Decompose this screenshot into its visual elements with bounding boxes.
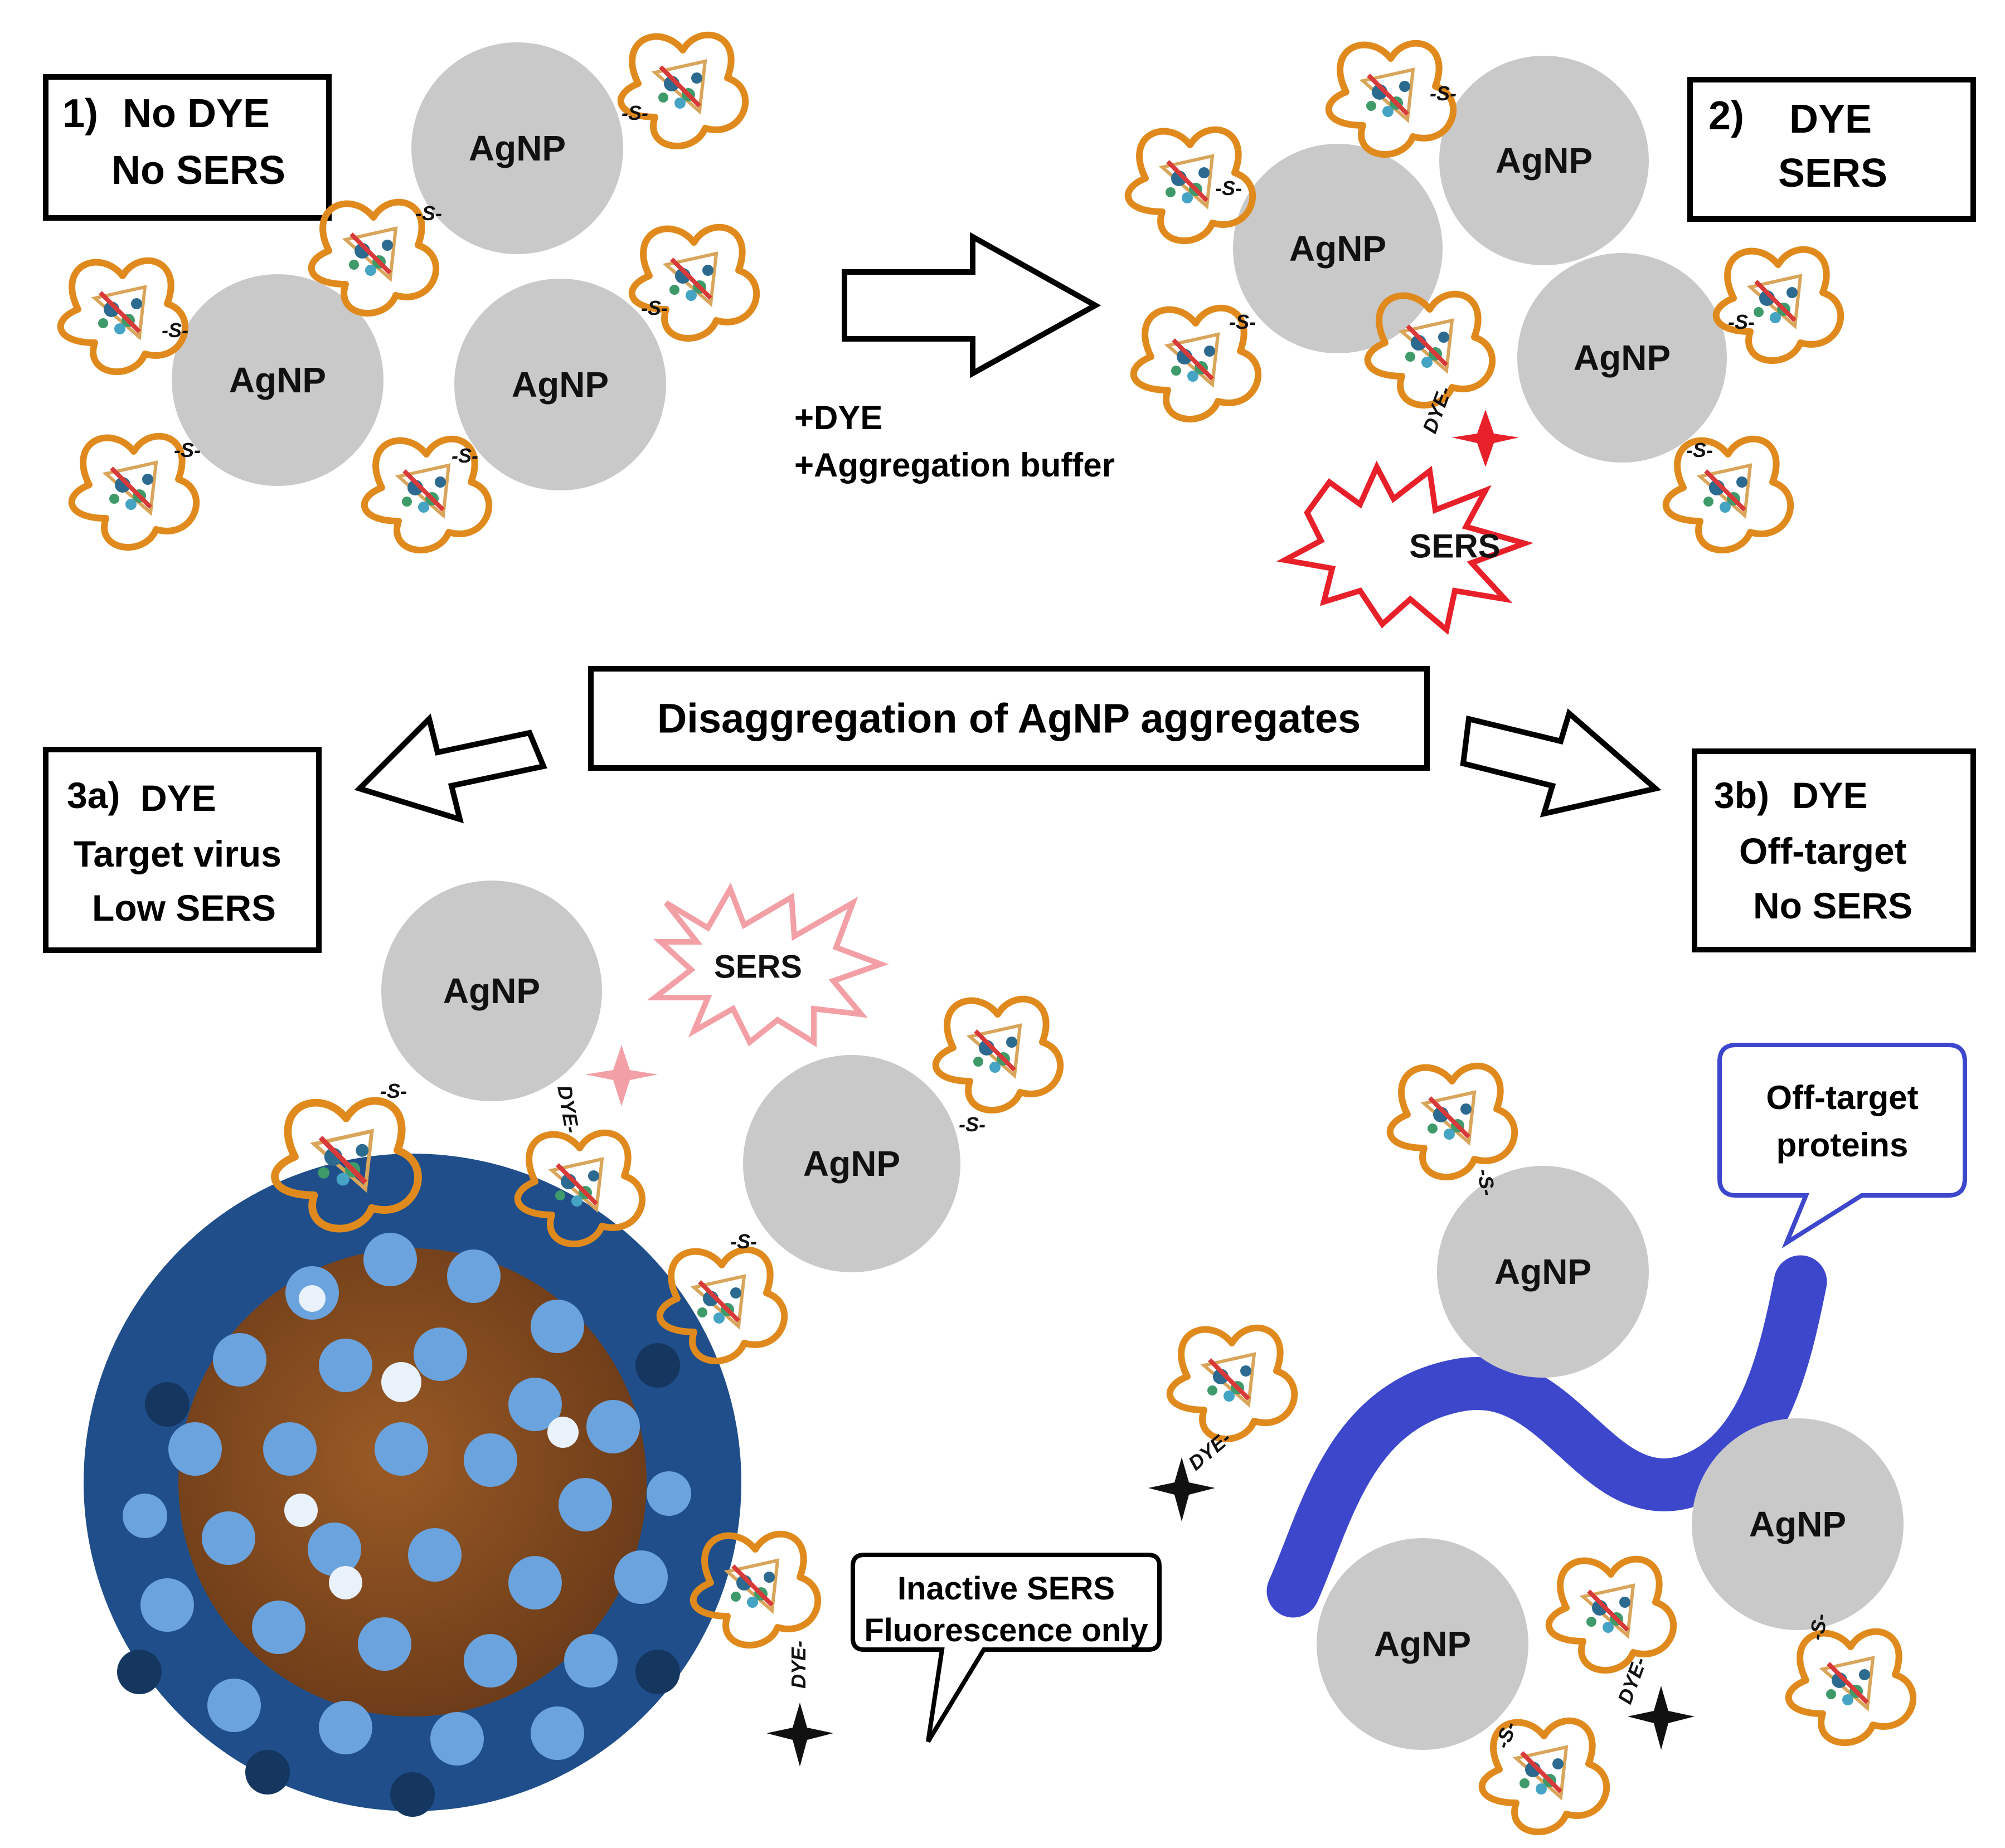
step-label-dye: +DYE xyxy=(794,399,882,436)
panel-3a-number: 3a) xyxy=(67,775,120,816)
thiol-tag: -S- xyxy=(622,101,648,124)
aptamer-icon xyxy=(1390,1066,1514,1177)
panel-3b: 3b) DYE Off-target No SERS Off-target pr… xyxy=(1148,748,1976,1832)
sers-burst-faint-label: SERS xyxy=(714,949,802,985)
panel-3b-box xyxy=(1692,748,1976,952)
off-target-protein-icon xyxy=(1266,1255,1827,1618)
thiol-tag: -S- xyxy=(730,1230,757,1253)
nanoparticle-label: AgNP xyxy=(443,971,540,1011)
callout-offtarget-proteins xyxy=(1717,1043,1967,1249)
aptamer-icon xyxy=(936,999,1060,1110)
nanoparticle xyxy=(1317,1538,1528,1750)
panel-2-line2: SERS xyxy=(1778,151,1887,196)
panel-1-box xyxy=(43,74,332,221)
callout-offtarget-line1: Off-target xyxy=(1766,1079,1918,1116)
quenched-dye-star-icon xyxy=(766,1703,833,1767)
aptamer-icon xyxy=(621,35,745,146)
nanoparticle-label: AgNP xyxy=(512,364,609,405)
panel-1-line2: No SERS xyxy=(111,148,285,193)
nanoparticle xyxy=(743,1055,960,1272)
excited-dye-star-icon xyxy=(1452,410,1519,467)
dye-tag: DYE- xyxy=(553,1083,584,1135)
sers-burst-icon xyxy=(1276,460,1534,635)
aptamer-icon xyxy=(61,261,185,372)
panel-3a-line1: DYE xyxy=(140,777,216,819)
panel-2-line1: DYE xyxy=(1789,97,1872,142)
thiol-tag: -S- xyxy=(1215,177,1242,200)
nanoparticle-label: AgNP xyxy=(1496,140,1593,181)
panel-3b-line2: Off-target xyxy=(1739,830,1907,872)
thiol-tag: -S- xyxy=(1728,310,1755,333)
dye-tag: DYE- xyxy=(1613,1654,1651,1707)
nanoparticle xyxy=(1439,56,1649,265)
thiol-tag: -S- xyxy=(1229,310,1256,333)
quenched-dye-star-icon xyxy=(1148,1457,1215,1521)
nanoparticle xyxy=(172,274,383,486)
nanoparticle xyxy=(411,42,623,254)
callout-inactive-sers xyxy=(851,1553,1162,1743)
panel-2-number: 2) xyxy=(1708,94,1744,138)
panel-1-number: 1) xyxy=(62,91,98,136)
thiol-tag: -S- xyxy=(1805,1612,1832,1642)
thiol-tag: -S- xyxy=(380,1079,407,1102)
aptamer-icon xyxy=(1666,439,1790,550)
aptamer-icon xyxy=(1549,1559,1673,1670)
center-banner-title: Disaggregation of AgNP aggregates xyxy=(657,696,1361,742)
panel-2-box xyxy=(1687,77,1976,222)
nanoparticle-label: AgNP xyxy=(1289,228,1386,269)
panel-1-line1: No DYE xyxy=(123,91,270,136)
dye-tag: DYE- xyxy=(1418,383,1456,436)
callout-offtarget-line2: proteins xyxy=(1776,1126,1909,1164)
thiol-tag: -S- xyxy=(1686,439,1713,461)
callout-inactive-line1: Inactive SERS xyxy=(897,1570,1115,1607)
thiol-tag: -S- xyxy=(452,444,478,467)
nanoparticle-label: AgNP xyxy=(1374,1624,1471,1664)
panel-3b-line1: DYE xyxy=(1792,775,1868,816)
nanoparticle-label: AgNP xyxy=(469,128,566,168)
thiol-tag: -S- xyxy=(162,319,188,342)
panel-3a-line3: Low SERS xyxy=(92,887,276,928)
panel-3a-line2: Target virus xyxy=(74,833,281,874)
aptamer-icon xyxy=(1716,250,1841,361)
sers-burst-label: SERS xyxy=(1409,528,1500,565)
nanoparticle-label: AgNP xyxy=(1574,338,1671,378)
nanoparticle xyxy=(1437,1166,1649,1378)
step-label-buffer: +Aggregation buffer xyxy=(794,446,1115,484)
nanoparticle xyxy=(1517,253,1727,463)
panel-3b-number: 3b) xyxy=(1714,775,1769,816)
quenched-dye-star-icon xyxy=(1628,1686,1695,1750)
nanoparticle-label: AgNP xyxy=(803,1144,900,1184)
left-arrow-icon xyxy=(354,713,547,824)
panel-3a: 3a) DYE Target virus Low SERS xyxy=(43,747,1162,1817)
right-arrow-icon xyxy=(1460,708,1662,818)
thiol-tag: -S- xyxy=(1430,82,1457,105)
nanoparticle xyxy=(381,881,602,1101)
nanoparticle-label: AgNP xyxy=(229,360,326,400)
panel-1: 1) No DYE No SERS AgNP AgNP AgNP -S- -S-… xyxy=(43,35,756,550)
aptamer-icon xyxy=(632,227,756,338)
aptamer-icon xyxy=(1789,1632,1913,1743)
panel-3b-line3: No SERS xyxy=(1753,885,1912,926)
aptamer-icon xyxy=(1170,1328,1294,1439)
excited-dye-star-icon xyxy=(585,1045,658,1106)
influenza-virus-icon xyxy=(84,1154,741,1817)
nanoparticle xyxy=(1692,1418,1904,1630)
thiol-tag: -S- xyxy=(641,296,668,319)
nanoparticle-label: AgNP xyxy=(1494,1252,1591,1292)
center-banner-box xyxy=(588,666,1430,771)
sers-burst-faint-icon xyxy=(647,882,889,1047)
dye-tag: DYE- xyxy=(787,1641,810,1689)
thiol-tag: -S- xyxy=(415,202,442,225)
nanoparticle-label: AgNP xyxy=(1749,1504,1846,1544)
nanoparticle xyxy=(454,279,666,490)
panel-2: 2) DYE SERS AgNP AgNP AgNP -S- -S- -S- -… xyxy=(1128,43,1976,635)
panel-3a-box xyxy=(43,747,322,953)
thiol-tag: -S- xyxy=(1473,1167,1500,1197)
right-arrow-icon xyxy=(842,232,1101,378)
callout-inactive-line2: Fluorescence only xyxy=(864,1612,1148,1648)
thiol-tag: -S- xyxy=(174,439,201,461)
thiol-tag: -S- xyxy=(959,1113,985,1136)
